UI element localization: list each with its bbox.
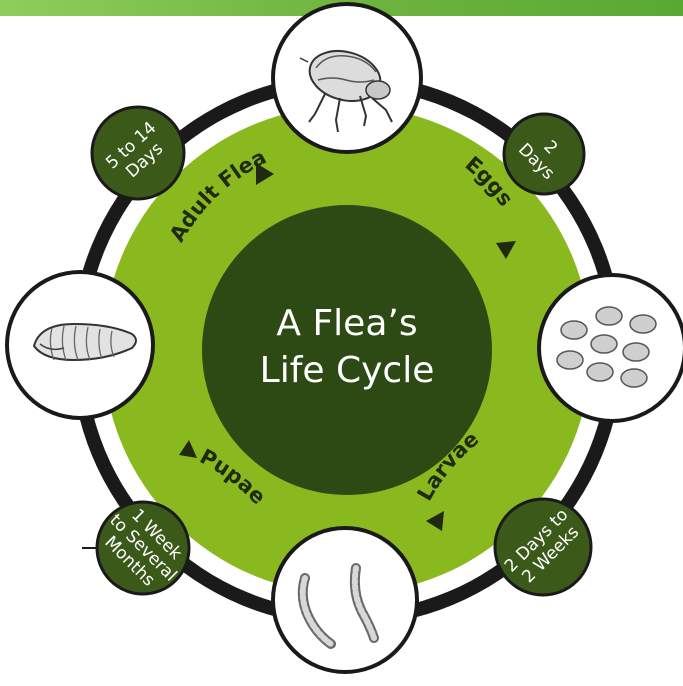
adult-flea-illustration bbox=[273, 4, 421, 152]
duration-badge-adult: 5 to 14 Days bbox=[92, 107, 184, 199]
flea-eggs-illustration bbox=[539, 275, 683, 421]
flea-pupa-illustration bbox=[7, 272, 153, 418]
duration-badge-eggs: 2 Days bbox=[504, 114, 584, 194]
title-line-2: Life Cycle bbox=[260, 350, 435, 391]
title-line-1: A Flea’s bbox=[276, 303, 417, 344]
flea-larvae-illustration bbox=[273, 528, 417, 672]
duration-badge-larvae: 2 Days to 2 Weeks bbox=[495, 499, 591, 595]
